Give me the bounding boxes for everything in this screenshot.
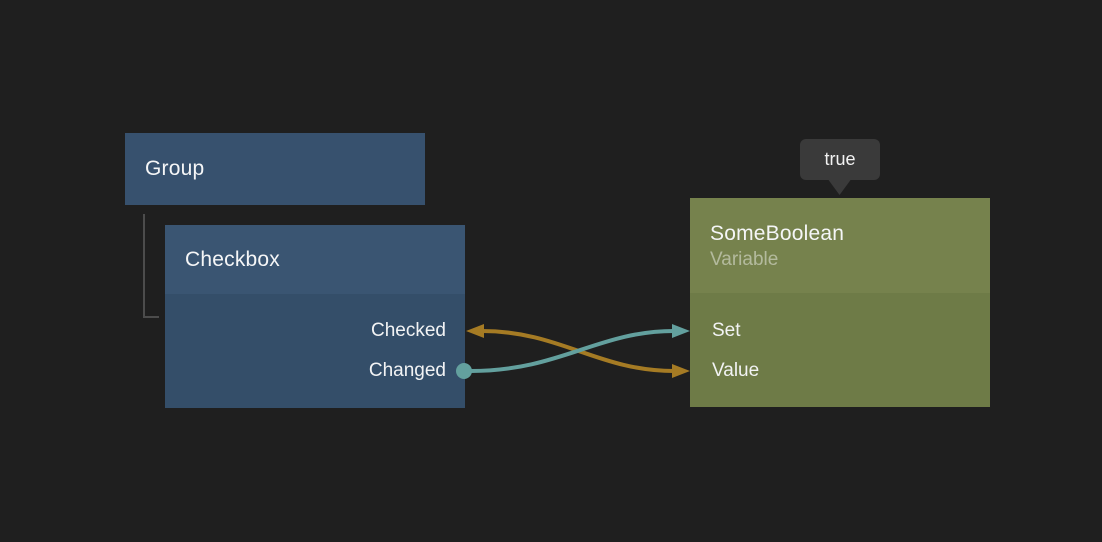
arrowhead-into-set xyxy=(672,324,690,338)
port-value[interactable]: Value xyxy=(712,360,760,381)
value-tooltip: true xyxy=(800,139,880,195)
port-changed[interactable]: Changed xyxy=(368,360,446,381)
hierarchy-connector-line xyxy=(143,214,159,318)
arrowhead-into-value xyxy=(672,364,690,378)
variable-node-header[interactable]: SomeBoolean Variable xyxy=(690,198,990,293)
variable-node-type-label: Variable xyxy=(710,249,779,271)
checkbox-node-title: Checkbox xyxy=(185,247,280,271)
checkbox-node-header[interactable]: Checkbox xyxy=(165,225,465,294)
value-tooltip-tail xyxy=(828,180,851,195)
variable-node-body: Set Value xyxy=(690,293,990,407)
group-node-header[interactable]: Group xyxy=(125,133,425,205)
node-someboolean-variable[interactable]: SomeBoolean Variable Set Value xyxy=(690,198,990,407)
checkbox-node-body: Checked Changed xyxy=(165,294,465,408)
arrowhead-into-checked xyxy=(466,324,484,338)
node-checkbox[interactable]: Checkbox Checked Changed xyxy=(165,225,465,408)
group-node-title: Group xyxy=(145,157,205,181)
port-checked[interactable]: Checked xyxy=(371,320,446,341)
node-group[interactable]: Group xyxy=(125,133,425,205)
port-set[interactable]: Set xyxy=(712,320,741,341)
variable-node-title: SomeBoolean xyxy=(710,222,845,246)
connection-changed-set-path[interactable] xyxy=(470,329,675,373)
value-tooltip-text: true xyxy=(824,149,856,169)
